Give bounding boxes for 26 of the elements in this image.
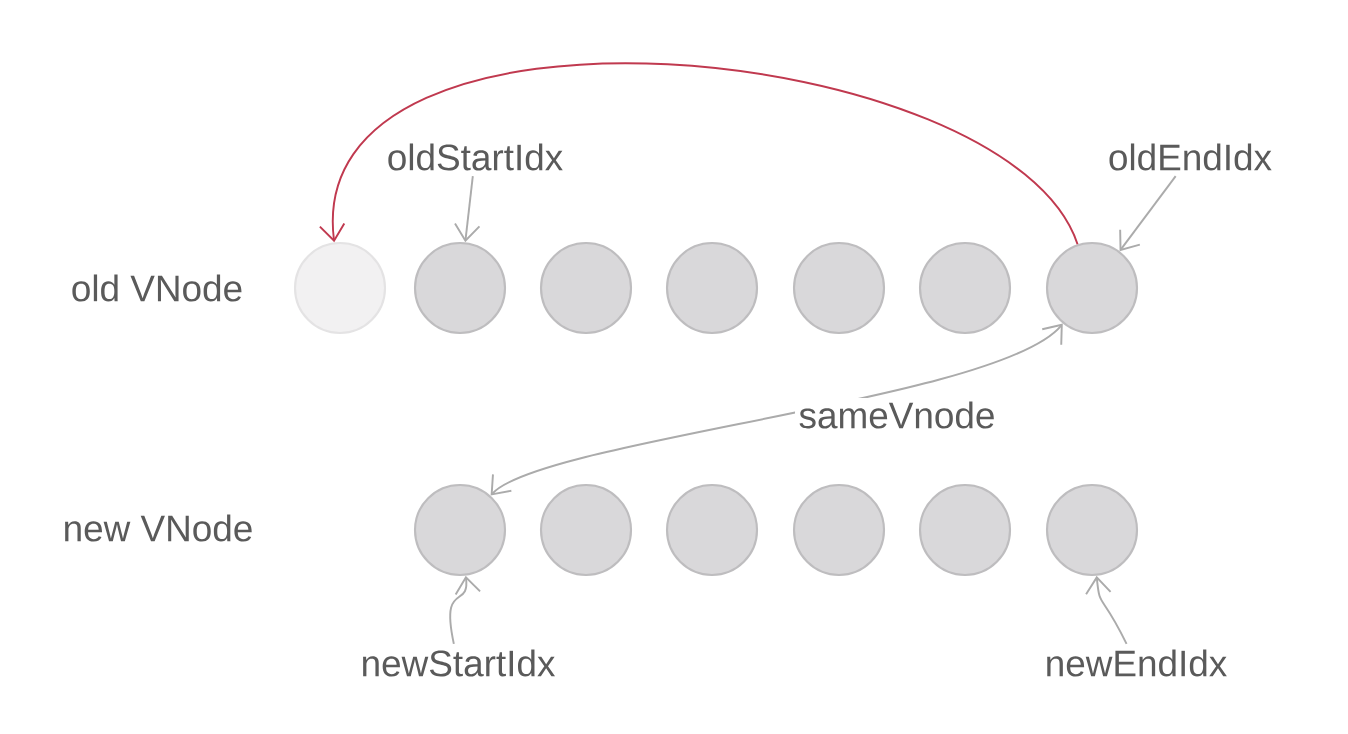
- row-label: new VNode: [65, 514, 252, 542]
- vnode-circle: [539, 241, 633, 335]
- vnode-circle: [413, 483, 507, 577]
- index-label: newEndIdx: [1047, 649, 1227, 677]
- vnode-circle: [539, 483, 633, 577]
- row-label: old VNode: [72, 274, 242, 302]
- vnode-circle: [792, 483, 886, 577]
- vnode-circle: [792, 241, 886, 335]
- leader-arrow: [1119, 175, 1177, 252]
- index-label: oldEndIdx: [1109, 143, 1272, 171]
- index-label: oldStartIdx: [388, 143, 563, 171]
- vnode-circle: [665, 241, 759, 335]
- vnode-circle: [1045, 483, 1139, 577]
- curved-arrow: [318, 63, 1079, 246]
- curved-arrow: [449, 575, 482, 645]
- leader-arrow: [454, 175, 481, 243]
- vnode-circle: [918, 483, 1012, 577]
- vnode-circle: [665, 483, 759, 577]
- edge-label: sameVnode: [795, 397, 999, 433]
- vnode-circle: [1045, 241, 1139, 335]
- vnode-circle: [413, 241, 507, 335]
- vnode-circle: [293, 241, 387, 335]
- index-label: newStartIdx: [363, 649, 556, 677]
- curved-arrow: [1085, 575, 1128, 645]
- curved-arrow: [490, 323, 1063, 496]
- vnode-circle: [918, 241, 1012, 335]
